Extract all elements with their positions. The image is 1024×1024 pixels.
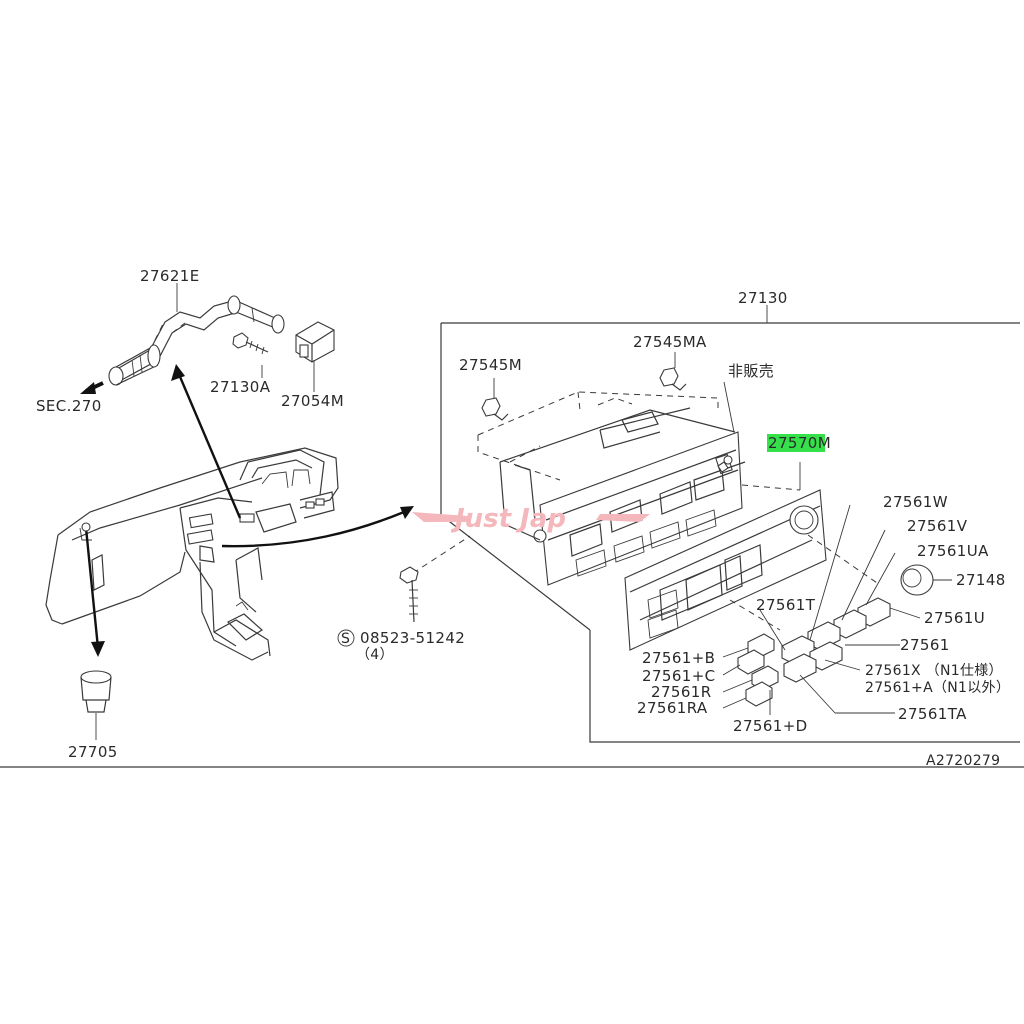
assembly-frame	[440, 305, 1020, 743]
harness-group	[108, 283, 335, 392]
label-27545MA: 27545MA	[633, 333, 707, 351]
label-27561D: 27561+D	[733, 717, 808, 735]
sec-arrow	[80, 381, 104, 394]
alignment-dashes	[412, 484, 881, 631]
watermark: Just Jap	[412, 504, 650, 534]
label-27561UA: 27561UA	[917, 542, 989, 560]
label-27561: 27561	[900, 636, 950, 654]
label-27570M: 27570M	[768, 434, 831, 452]
screw-08523	[399, 566, 419, 623]
button-caps-left	[737, 633, 779, 707]
label-27561U: 27561U	[924, 609, 985, 627]
label-27561V: 27561V	[907, 517, 968, 535]
callout-labels: 27621E 27130A 27054M SEC.270 27130 27545…	[36, 267, 1010, 769]
knob-27148	[900, 564, 952, 596]
dashboard-drawing	[45, 447, 339, 661]
left-connector	[108, 344, 161, 386]
label-diagram-id: A2720279	[926, 753, 1000, 769]
label-27621E: 27621E	[140, 267, 200, 285]
label-27561A: 27561+A（N1以外）	[865, 680, 1010, 696]
label-27545M: 27545M	[459, 356, 522, 374]
screw-symbol-circle	[337, 629, 355, 647]
leader-lines	[722, 381, 921, 715]
label-27561RA: 27561RA	[637, 699, 708, 717]
label-27561X: 27561X （N1仕様）	[865, 663, 1003, 679]
label-27054M: 27054M	[281, 392, 344, 410]
label-27561R: 27561R	[651, 683, 712, 701]
right-hose-end	[227, 295, 285, 334]
connector-27054M	[295, 321, 335, 363]
screw-27130A	[232, 332, 269, 355]
label-27561B: 27561+B	[642, 649, 715, 667]
control-unit-27130	[477, 391, 746, 586]
label-27561T: 27561T	[756, 596, 816, 614]
clip-27545MA	[659, 352, 687, 391]
label-sec270: SEC.270	[36, 397, 102, 415]
guide-arrows	[81, 364, 414, 657]
bezel-27570M	[624, 462, 827, 651]
label-qty4: （4）	[356, 647, 394, 663]
label-27705: 27705	[68, 743, 118, 761]
label-27130: 27130	[738, 289, 788, 307]
part-27705	[80, 670, 112, 740]
clip-27545M	[481, 378, 509, 421]
label-27561TA: 27561TA	[898, 705, 967, 723]
label-screw-s: S	[341, 631, 350, 647]
highlight-27570M	[767, 434, 825, 452]
label-hanbai: 非販売	[728, 362, 774, 380]
label-08523: 08523-51242	[360, 629, 465, 647]
label-27561W: 27561W	[883, 493, 948, 511]
label-27148: 27148	[956, 571, 1006, 589]
label-27561C: 27561+C	[642, 667, 716, 685]
label-27130A: 27130A	[210, 378, 271, 396]
watermark-text: Just Jap	[450, 504, 566, 534]
